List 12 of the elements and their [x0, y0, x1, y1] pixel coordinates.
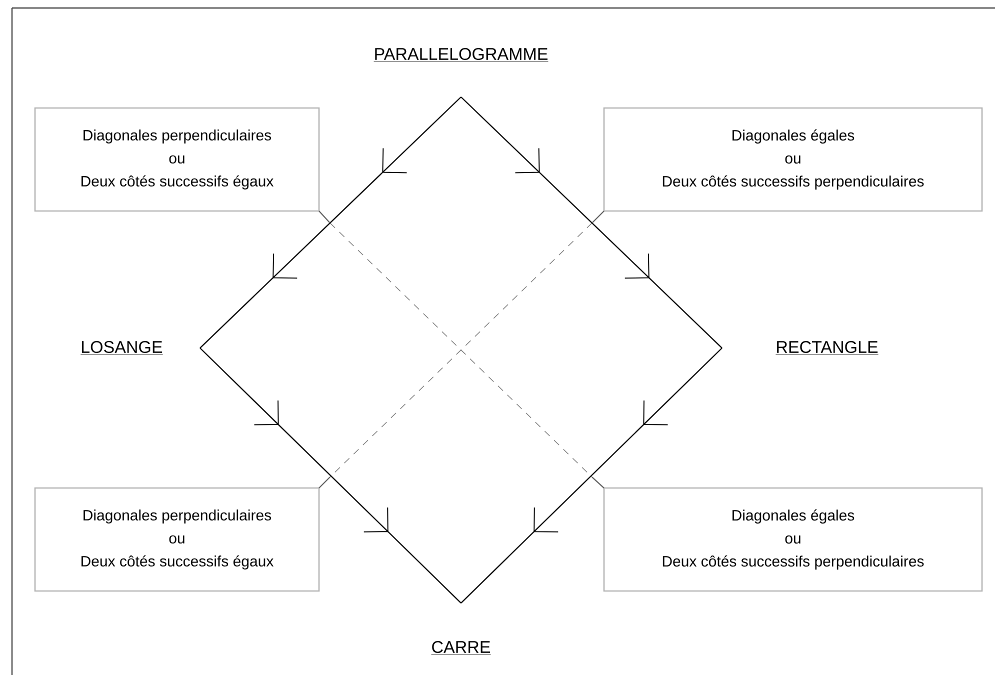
leader-line [592, 210, 604, 224]
leader-line [318, 210, 330, 224]
condition-box: Diagonales égales ou Deux côtés successifs perpendiculaires [603, 107, 983, 212]
shape-name: LOSANGE [80, 340, 163, 355]
leader-line [592, 476, 604, 488]
shape-name: RECTANGLE [776, 340, 879, 355]
shape-name: PARALLELOGRAMME [374, 48, 548, 62]
condition-box: Diagonales égales ou Deux côtés successifs perpendiculaires [603, 487, 983, 592]
condition-box: Diagonales perpendiculaires ou Deux côtés successifs égaux [34, 487, 320, 592]
shape-name: CARRE [431, 641, 491, 655]
leader-line [318, 476, 330, 488]
condition-box: Diagonales perpendiculaires ou Deux côtés successifs égaux [34, 107, 320, 212]
